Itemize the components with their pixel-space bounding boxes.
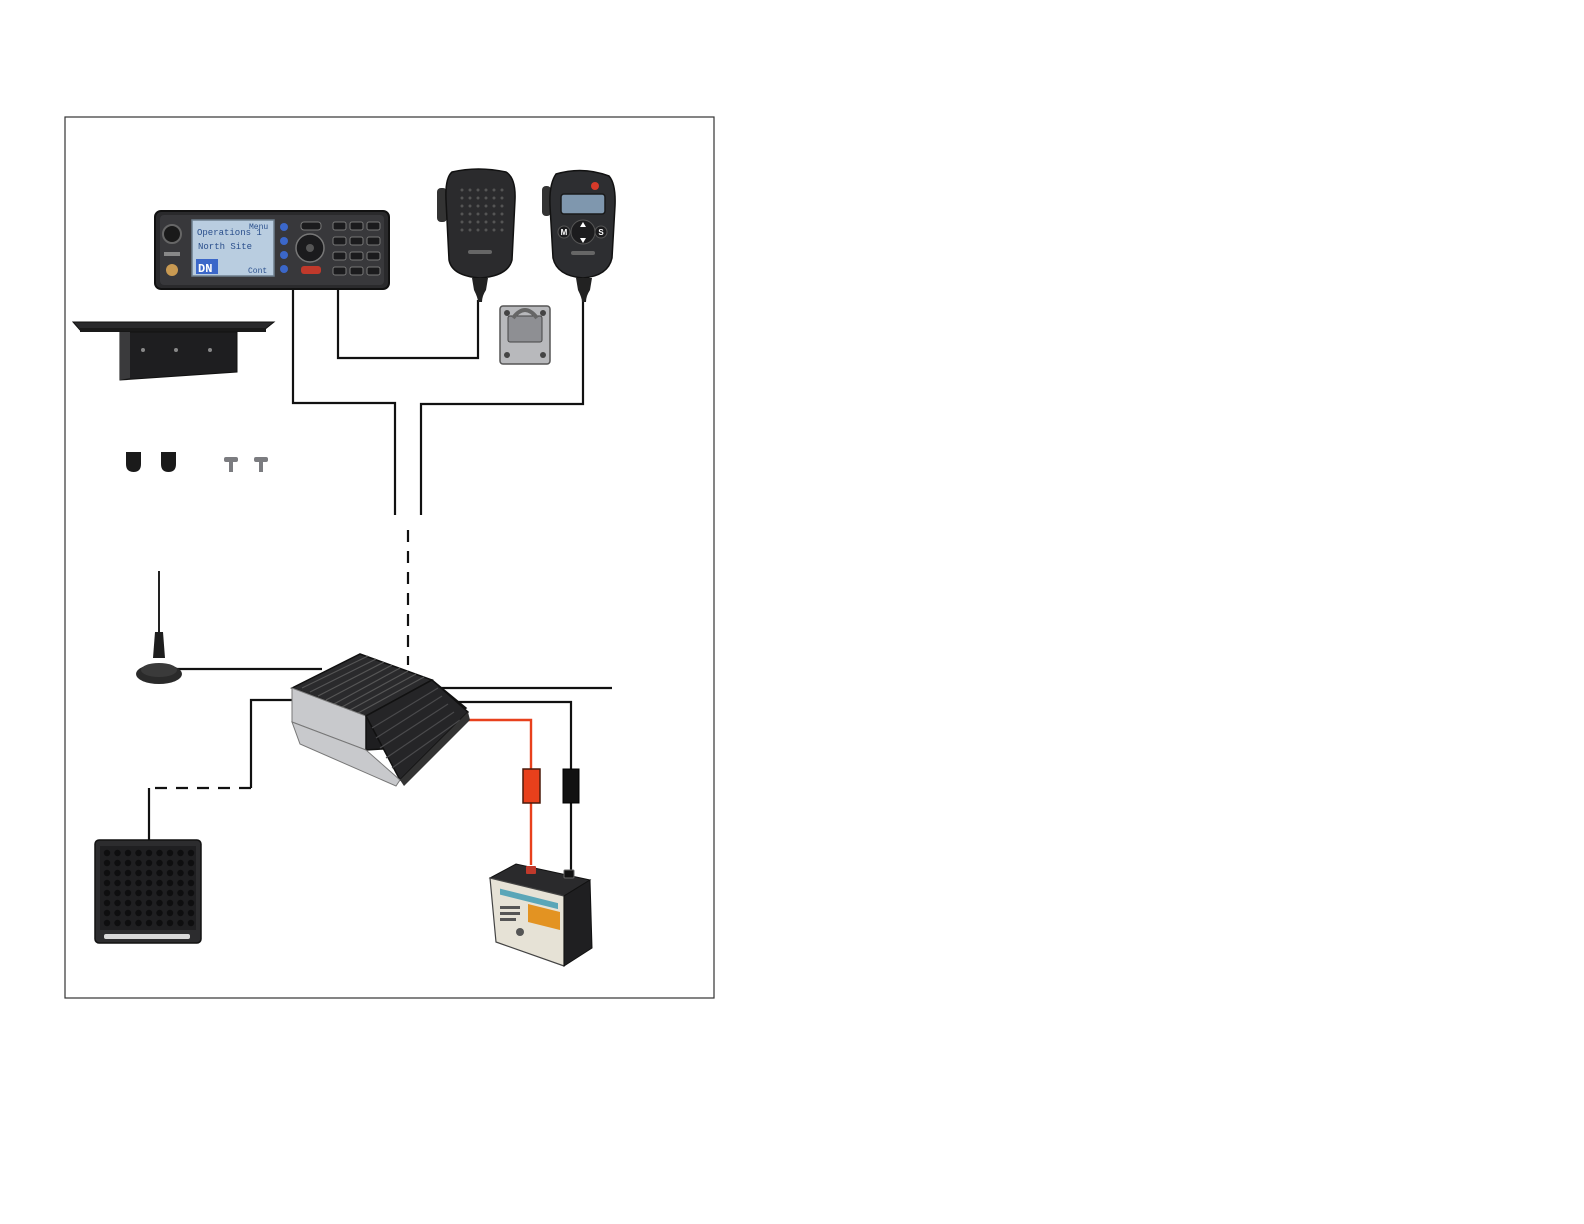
- positive-fuse-icon: [523, 769, 540, 803]
- mic-button-m: M: [561, 228, 568, 237]
- screen-menu-label: Menu: [249, 223, 268, 232]
- negative-fuse-icon: [563, 769, 579, 803]
- screen-cont-label: Cont: [248, 267, 267, 276]
- screen-line-2: North Site: [198, 242, 252, 252]
- screen-logo: DN: [198, 262, 212, 276]
- mic-clip-icon: [500, 306, 550, 364]
- speaker-icon: [95, 840, 201, 943]
- mic-button-s: S: [598, 228, 604, 237]
- control-head-icon: Operations 1 North Site Menu Cont DN: [155, 211, 389, 289]
